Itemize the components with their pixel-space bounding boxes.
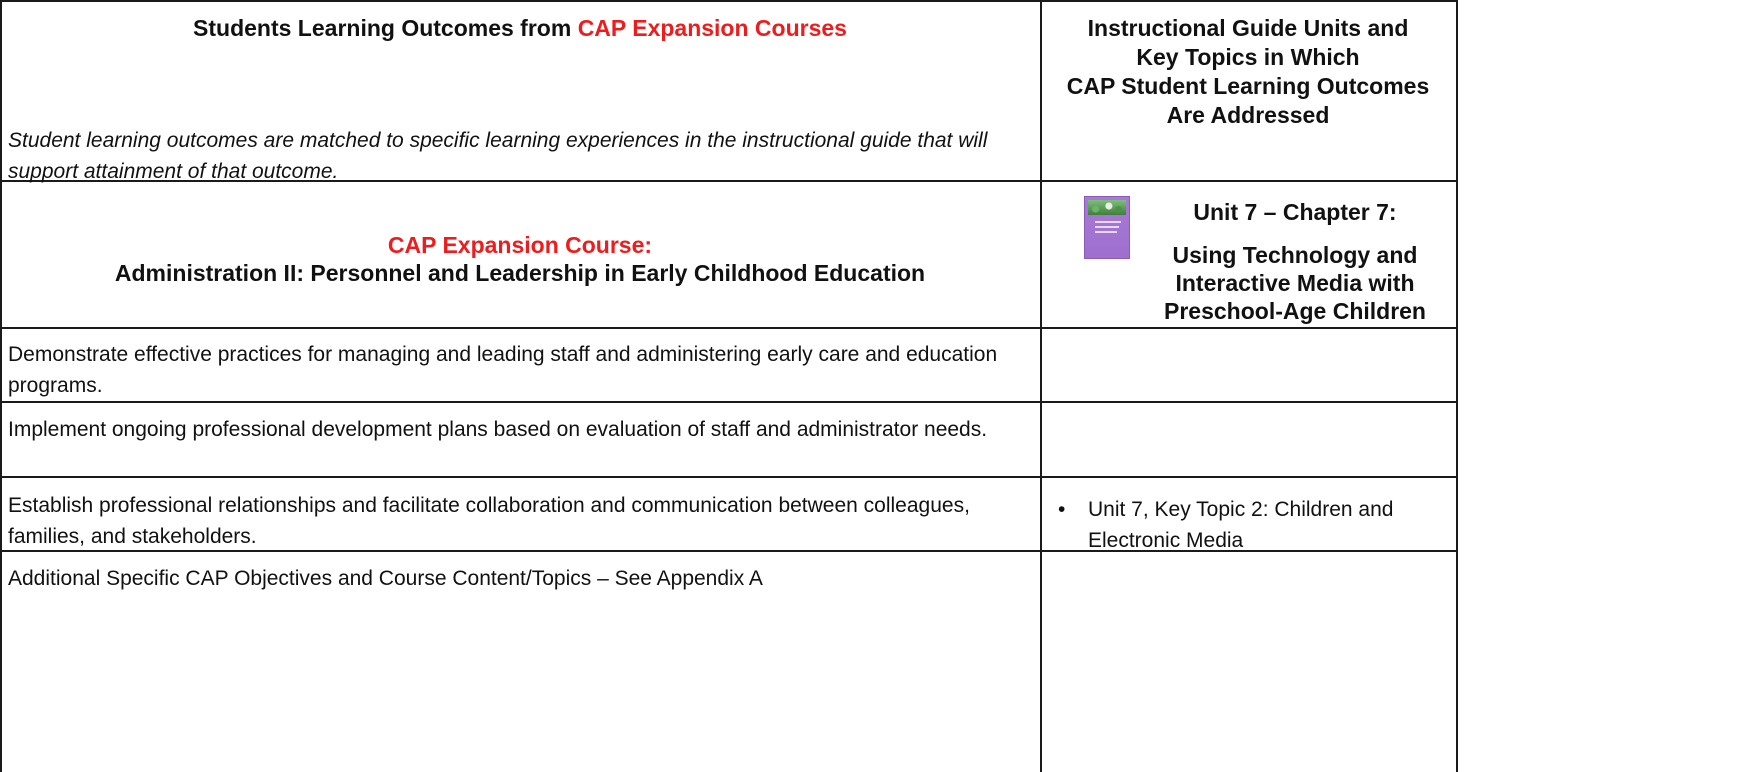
bullet-icon: • xyxy=(1058,498,1066,521)
table-border-left xyxy=(0,0,2,772)
row-divider xyxy=(0,401,1458,403)
header-title-highlight: CAP Expansion Courses xyxy=(577,15,847,41)
header-description: Student learning outcomes are matched to… xyxy=(8,129,988,183)
row-divider xyxy=(0,180,1458,182)
header-title: Students Learning Outcomes from CAP Expa… xyxy=(0,14,1040,42)
book-cover-photo xyxy=(1088,200,1126,215)
column-divider xyxy=(1040,0,1042,772)
unit-title-line: Using Technology and xyxy=(1172,242,1418,268)
heading-line: Instructional Guide Units and xyxy=(1087,15,1409,41)
unit-heading: Unit 7 – Chapter 7: Using Technology and… xyxy=(1140,198,1450,325)
course-heading: CAP Expansion Course: Administration II:… xyxy=(0,231,1040,287)
book-cover-title-line xyxy=(1095,231,1117,233)
outcome-text: Implement ongoing professional developme… xyxy=(8,418,988,441)
outcome-text: Additional Specific CAP Objectives and C… xyxy=(8,567,763,590)
outcome-text: Demonstrate effective practices for mana… xyxy=(8,343,998,397)
unit-title-line: Interactive Media with xyxy=(1175,270,1415,296)
unit-title-line: Preschool-Age Children xyxy=(1164,298,1426,324)
row-divider xyxy=(0,327,1458,329)
course-name: Administration II: Personnel and Leaders… xyxy=(114,260,926,286)
heading-line: CAP Student Learning Outcomes xyxy=(1066,73,1430,99)
table-border-right xyxy=(1456,0,1458,772)
outcome-text: Establish professional relationships and… xyxy=(8,494,970,548)
header-title-prefix: Students Learning Outcomes from xyxy=(193,15,578,41)
guide-book-cover-image xyxy=(1084,196,1130,259)
topic-text: Unit 7, Key Topic 2: Children and Electr… xyxy=(1088,498,1394,552)
row-divider xyxy=(0,550,1458,552)
heading-line: Key Topics in Which xyxy=(1136,44,1360,70)
instructional-guide-heading: Instructional Guide Units and Key Topics… xyxy=(1045,14,1451,130)
book-cover-title-line xyxy=(1095,221,1121,223)
table-border-top xyxy=(0,0,1458,2)
book-cover-title-line xyxy=(1095,226,1119,228)
unit-chapter: Unit 7 – Chapter 7: xyxy=(1193,199,1397,225)
heading-line: Are Addressed xyxy=(1166,102,1330,128)
row-divider xyxy=(0,476,1458,478)
course-label: CAP Expansion Course: xyxy=(387,232,653,258)
